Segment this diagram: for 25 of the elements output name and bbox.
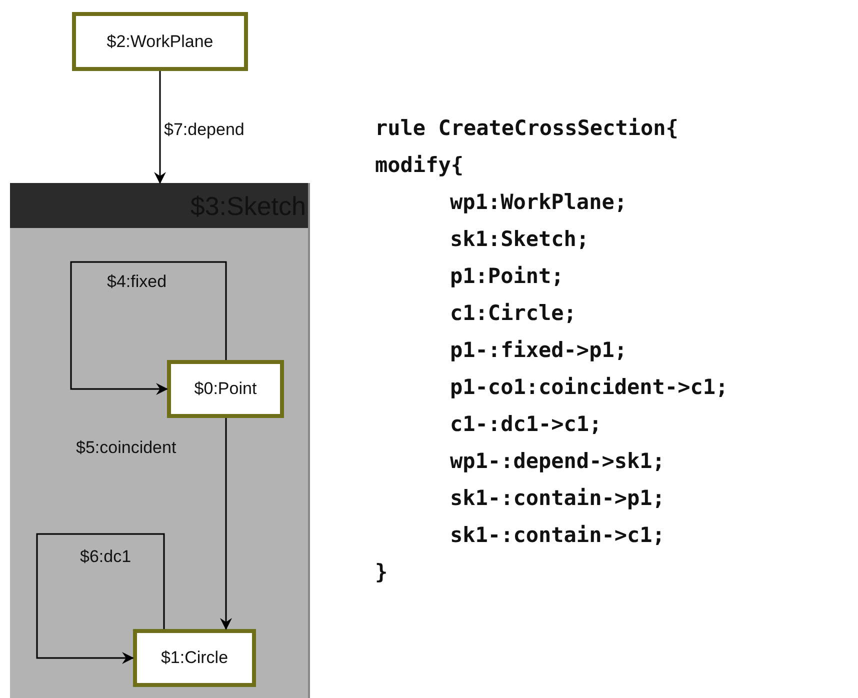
code-line: sk1-:contain->c1; [450,522,665,549]
node-box: $1:Circle [133,629,256,687]
edge-label: $5:coincident [76,438,176,458]
code-line: sk1-:contain->p1; [450,485,665,512]
arrow [220,418,232,630]
code-line: c1:Circle; [450,300,576,327]
node-box: $2:WorkPlane [72,12,248,71]
code-line: sk1:Sketch; [450,226,590,253]
code-line: c1-:dc1->c1; [450,411,602,438]
self-loop-arrow [70,261,227,395]
code-line: } [375,559,388,586]
edge-label: $4:fixed [107,272,167,292]
code-line: modify{ [375,152,464,179]
self-loop-arrow [36,533,165,664]
edge-label: $6:dc1 [80,547,132,567]
code-line: wp1:WorkPlane; [450,189,628,216]
code-line: wp1-:depend->sk1; [450,448,665,475]
edge-label: $7:depend [164,120,244,140]
arrow [154,71,166,184]
code-line: p1-co1:coincident->c1; [450,374,728,401]
code-line: p1:Point; [450,263,564,290]
container-panel [10,183,310,698]
code-line: rule CreateCrossSection{ [375,115,678,142]
node-box: $0:Point [167,360,284,418]
code-line: p1-:fixed->p1; [450,337,628,364]
